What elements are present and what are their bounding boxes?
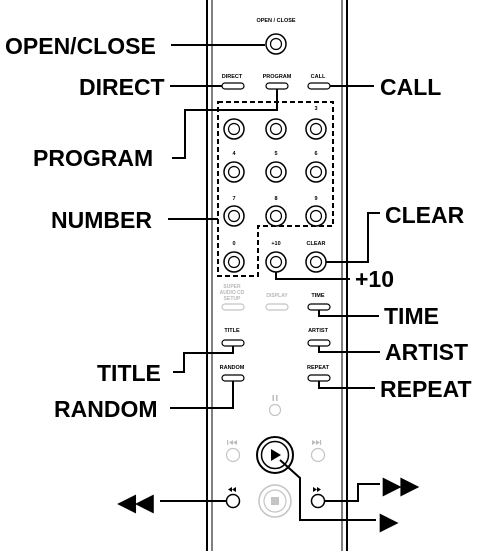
artist-button[interactable] <box>307 339 331 347</box>
number-key-2[interactable] <box>265 118 287 140</box>
rewind-icon <box>228 487 236 492</box>
callout-call: CALL <box>380 74 441 100</box>
call-button[interactable] <box>307 82 331 90</box>
key-7-label: 7 <box>232 196 235 202</box>
callout-open-close: OPEN/CLOSE <box>5 33 156 59</box>
fast-forward-icon <box>313 487 321 492</box>
random-label: RANDOM <box>220 365 245 371</box>
number-keys-region <box>217 101 334 277</box>
super-audio-label-3: SETUP <box>224 296 241 302</box>
leader-clear <box>326 212 380 263</box>
callout-program: PROGRAM <box>33 145 153 171</box>
time-label: TIME <box>311 293 324 299</box>
number-key-9[interactable] <box>305 205 327 227</box>
skip-forward-icon <box>312 440 322 445</box>
super-audio-label-2: AUDIO CD <box>220 290 245 296</box>
key-9-label: 9 <box>314 196 317 202</box>
key-5-label: 5 <box>274 151 277 157</box>
repeat-label: REPEAT <box>307 365 330 371</box>
leader-program <box>172 89 278 159</box>
callout-clear: CLEAR <box>385 202 465 228</box>
direct-button[interactable] <box>221 82 245 90</box>
title-label: TITLE <box>224 328 240 334</box>
pause-icon <box>272 395 274 401</box>
callout-title: TITLE <box>97 360 161 386</box>
leader-random <box>170 381 234 409</box>
callout-plus10: +10 <box>355 266 394 292</box>
skip-forward-button[interactable] <box>310 440 326 463</box>
number-key-6[interactable] <box>305 161 327 183</box>
key-8-label: 8 <box>274 196 277 202</box>
callout-time: TIME <box>384 303 439 329</box>
number-key-3[interactable] <box>305 118 327 140</box>
play-icon <box>271 449 281 461</box>
clear-key-label: CLEAR <box>307 241 326 247</box>
number-key-7[interactable] <box>223 205 245 227</box>
display-label: DISPLAY <box>266 293 288 299</box>
key-3-label: 3 <box>314 106 317 112</box>
key-0-label: 0 <box>232 241 235 247</box>
number-key-5[interactable] <box>265 161 287 183</box>
skip-back-button[interactable] <box>225 440 241 463</box>
callout-play: ▶ <box>379 508 399 534</box>
leader-artist <box>318 346 380 353</box>
number-key-0[interactable] <box>223 251 245 273</box>
leader-title <box>173 346 234 373</box>
open-close-button[interactable] <box>265 33 287 55</box>
clear-button[interactable] <box>305 251 327 273</box>
key-4-label: 4 <box>232 151 236 157</box>
super-audio-cd-setup-button[interactable] <box>221 303 245 311</box>
callout-rewind: ◀◀ <box>117 489 155 515</box>
number-key-8[interactable] <box>265 205 287 227</box>
random-button[interactable] <box>221 374 245 382</box>
time-button[interactable] <box>307 303 331 311</box>
plus10-button[interactable] <box>265 251 287 273</box>
callout-direct: DIRECT <box>79 74 165 100</box>
artist-label: ARTIST <box>308 328 329 334</box>
plus10-key-label: +10 <box>271 241 280 247</box>
call-label: CALL <box>311 74 326 80</box>
fast-forward-button[interactable] <box>310 487 326 509</box>
remote-body <box>206 0 348 551</box>
callout-number: NUMBER <box>51 207 152 233</box>
number-key-1[interactable] <box>223 118 245 140</box>
program-label: PROGRAM <box>263 74 292 80</box>
callout-artist: ARTIST <box>385 339 468 365</box>
stop-icon <box>271 497 279 505</box>
program-button[interactable] <box>265 82 289 90</box>
leader-play <box>279 459 376 521</box>
direct-label: DIRECT <box>222 74 243 80</box>
title-button[interactable] <box>221 339 245 347</box>
display-button[interactable] <box>265 303 289 311</box>
super-audio-label-1: SUPER <box>223 284 241 290</box>
callout-fast-forward: ▶▶ <box>382 472 420 498</box>
pause-button[interactable] <box>268 395 282 417</box>
leader-time <box>318 310 379 317</box>
stop-button[interactable] <box>258 484 292 518</box>
open-close-label: OPEN / CLOSE <box>256 18 295 24</box>
number-key-4[interactable] <box>223 161 245 183</box>
leader-fast-forward <box>325 483 380 502</box>
key-6-label: 6 <box>314 151 317 157</box>
rewind-button[interactable] <box>225 487 241 509</box>
leader-plus10 <box>275 272 350 280</box>
leader-repeat <box>318 381 375 389</box>
callout-random: RANDOM <box>54 396 158 422</box>
skip-back-icon <box>227 440 237 445</box>
repeat-button[interactable] <box>307 374 331 382</box>
callout-repeat: REPEAT <box>380 376 472 402</box>
